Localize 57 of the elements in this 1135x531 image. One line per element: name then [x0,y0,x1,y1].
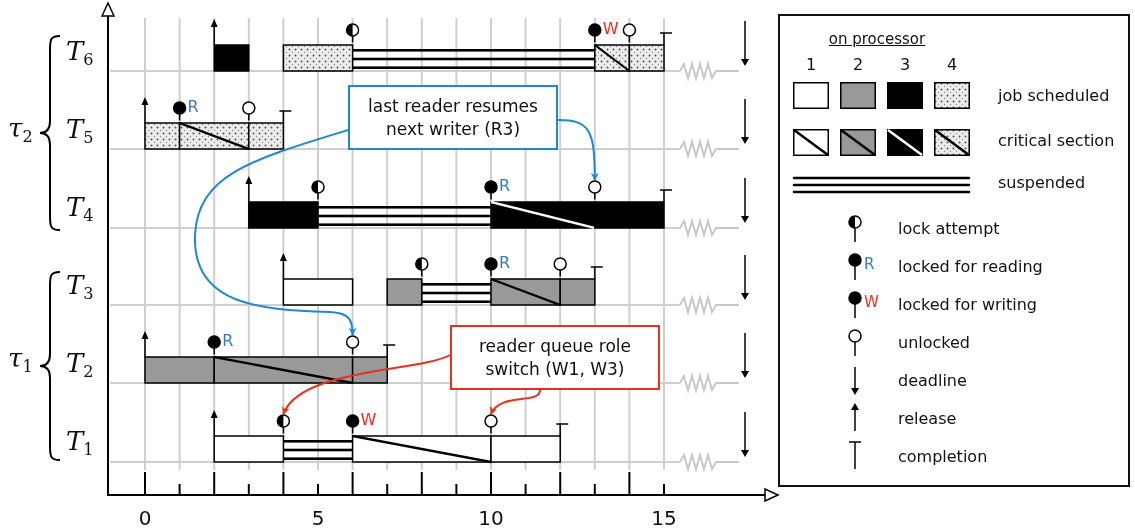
lock-mode-letter: W [864,295,879,310]
lock-mode-letter: W [360,412,377,428]
legend-text: job scheduled [998,88,1110,104]
lock-attempt-marker [311,180,325,201]
unlock-marker [553,257,567,278]
task-label: T$_{3}$ [66,272,94,302]
unlock-marker [484,414,498,435]
lock-marker [484,180,498,201]
axis-tick-label: 5 [311,508,325,528]
callout-box: reader queue role switch (W1, W3) [450,325,660,390]
unlock-marker [242,101,256,122]
legend-text: deadline [898,373,967,389]
arrow [557,119,599,181]
task-label: T$_{5}$ [66,116,94,146]
task-label: T$_{1}$ [66,428,94,458]
lock-attempt-marker [345,23,360,44]
unlock-marker [622,23,637,44]
unlock-marker [345,335,360,356]
callout-box: last reader resumes next writer (R3) [348,85,558,150]
axis-tick-label: 0 [138,508,152,528]
lock-attempt-marker [276,414,291,435]
processor-number: 1 [805,57,817,73]
unlock-marker [588,180,602,201]
lock-marker [345,414,360,435]
lock-marker [207,335,221,356]
lock-mode-letter: R [499,178,511,194]
legend-text: unlocked [898,335,970,351]
legend-text: lock attempt [898,221,1000,237]
arrow [490,389,541,415]
arrow [282,354,451,415]
task-label: T$_{4}$ [66,194,94,224]
legend-text: release [898,411,957,427]
lock-mode-letter: R [499,255,511,271]
lock-mode-letter: R [864,257,875,272]
lock-marker [588,23,602,44]
lock-mode-letter: W [602,21,619,37]
legend-text: locked for writing [898,297,1038,313]
axis-tick-label: 10 [478,508,504,528]
task-label: T$_{6}$ [66,38,94,68]
lock-marker [484,257,498,278]
lock-marker [172,101,187,122]
processor-number: 3 [899,57,911,73]
legend-heading: on processor [828,32,926,47]
processor-number: 4 [946,57,958,73]
lock-mode-letter: R [187,99,199,115]
arrow [194,129,357,336]
task-label: T$_{2}$ [66,350,94,380]
task-group-label: τ$_{2}$ [8,115,33,145]
lock-mode-letter: R [222,333,234,349]
axis-tick-label: 15 [651,508,677,528]
processor-number: 2 [852,57,864,73]
legend-text: suspended [998,175,1086,191]
lock-attempt-marker [415,257,429,278]
legend-text: locked for reading [898,259,1043,275]
legend-text: completion [898,449,988,465]
task-group-label: τ$_{1}$ [8,345,33,375]
legend-text: critical section [998,133,1115,149]
